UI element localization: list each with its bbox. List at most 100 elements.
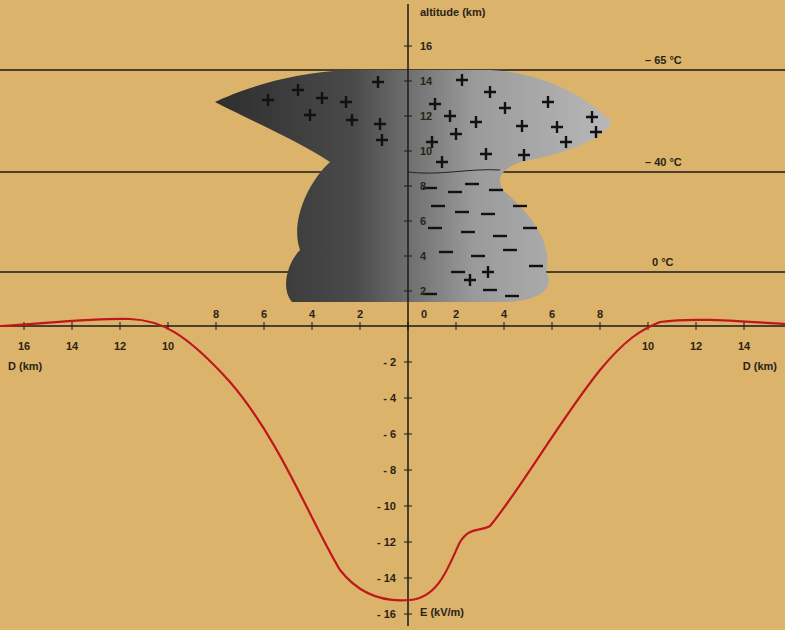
tick bbox=[120, 322, 121, 330]
tick bbox=[312, 322, 313, 330]
plus-sign bbox=[551, 121, 563, 133]
minus-sign bbox=[461, 231, 475, 233]
tick bbox=[360, 322, 361, 330]
tick bbox=[404, 578, 412, 579]
distance-value: 10 bbox=[642, 340, 654, 352]
temperature-label: – 65 °C bbox=[645, 54, 682, 66]
temperature-label: – 40 °C bbox=[645, 156, 682, 168]
temperature-label: 0 °C bbox=[652, 256, 674, 268]
field-value: - 12 bbox=[375, 536, 398, 548]
tick bbox=[404, 46, 412, 47]
tick bbox=[744, 322, 745, 330]
plus-sign bbox=[464, 274, 476, 286]
minus-sign bbox=[465, 183, 479, 185]
tick bbox=[264, 322, 265, 330]
tick bbox=[216, 322, 217, 330]
distance-value: 4 bbox=[309, 308, 315, 320]
minus-sign bbox=[489, 189, 503, 191]
tick bbox=[404, 186, 412, 187]
plus-sign bbox=[372, 76, 384, 88]
distance-value: 2 bbox=[357, 308, 363, 320]
plus-sign bbox=[376, 134, 388, 146]
plus-sign bbox=[516, 120, 528, 132]
tick bbox=[404, 614, 412, 615]
tick bbox=[404, 542, 412, 543]
minus-sign bbox=[451, 271, 465, 273]
tick bbox=[404, 434, 412, 435]
field-value: - 6 bbox=[381, 428, 398, 440]
distance-value: 12 bbox=[690, 340, 702, 352]
distance-value: 4 bbox=[501, 308, 507, 320]
tick bbox=[696, 322, 697, 330]
tick bbox=[404, 291, 412, 292]
vertical-axis bbox=[407, 4, 409, 626]
distance-value: 12 bbox=[114, 340, 126, 352]
tick bbox=[24, 322, 25, 330]
axis-title: D (km) bbox=[8, 360, 42, 372]
minus-sign bbox=[471, 255, 485, 257]
distance-value: 6 bbox=[261, 308, 267, 320]
axis-ticks bbox=[24, 46, 785, 614]
tick bbox=[456, 322, 457, 330]
plus-sign bbox=[346, 114, 358, 126]
tick bbox=[552, 322, 553, 330]
altitude-value: 16 bbox=[420, 40, 432, 52]
plus-sign bbox=[340, 96, 352, 108]
plus-sign bbox=[480, 148, 492, 160]
minus-sign bbox=[505, 295, 519, 297]
tick bbox=[404, 81, 412, 82]
altitude-value: 2 bbox=[420, 285, 426, 297]
distance-value: 8 bbox=[213, 308, 219, 320]
tick bbox=[404, 221, 412, 222]
plus-sign bbox=[374, 118, 386, 130]
plus-sign bbox=[429, 98, 441, 110]
plus-sign bbox=[484, 86, 496, 98]
distance-value: 8 bbox=[597, 308, 603, 320]
altitude-value: 8 bbox=[420, 180, 426, 192]
distance-value: 14 bbox=[738, 340, 750, 352]
minus-sign bbox=[493, 235, 507, 237]
plus-sign bbox=[499, 102, 511, 114]
minus-sign bbox=[448, 191, 462, 193]
charge-signs bbox=[262, 74, 602, 296]
field-value: - 4 bbox=[381, 392, 398, 404]
minus-sign bbox=[455, 211, 469, 213]
plus-sign bbox=[518, 149, 530, 161]
plus-sign bbox=[542, 96, 554, 108]
plus-sign bbox=[316, 92, 328, 104]
plus-sign bbox=[470, 116, 482, 128]
plus-sign bbox=[292, 84, 304, 96]
distance-value: 0 bbox=[421, 308, 427, 320]
field-value: - 2 bbox=[381, 356, 398, 368]
minus-sign bbox=[439, 251, 453, 253]
altitude-value: 4 bbox=[420, 250, 426, 262]
minus-sign bbox=[513, 205, 527, 207]
plus-sign bbox=[590, 126, 602, 138]
cloud-boundary bbox=[408, 170, 500, 173]
minus-sign bbox=[431, 205, 445, 207]
minus-sign bbox=[481, 213, 495, 215]
distance-value: 6 bbox=[549, 308, 555, 320]
distance-value: 10 bbox=[162, 340, 174, 352]
minus-sign bbox=[428, 227, 442, 229]
thundercloud bbox=[215, 70, 612, 302]
plus-sign bbox=[450, 128, 462, 140]
plus-sign bbox=[436, 156, 448, 168]
plus-sign bbox=[304, 109, 316, 121]
tick bbox=[404, 362, 412, 363]
altitude-value: 6 bbox=[420, 215, 426, 227]
field-curve bbox=[0, 319, 785, 601]
tick bbox=[404, 470, 412, 471]
minus-sign bbox=[483, 289, 497, 291]
plus-sign bbox=[482, 266, 494, 278]
tick bbox=[408, 322, 409, 330]
axis-title: E (kV/m) bbox=[418, 606, 466, 618]
altitude-value: 10 bbox=[420, 145, 432, 157]
distance-value: 16 bbox=[18, 340, 30, 352]
distance-value: 2 bbox=[453, 308, 459, 320]
field-value: - 16 bbox=[375, 608, 398, 620]
minus-sign bbox=[523, 227, 537, 229]
tick bbox=[404, 256, 412, 257]
